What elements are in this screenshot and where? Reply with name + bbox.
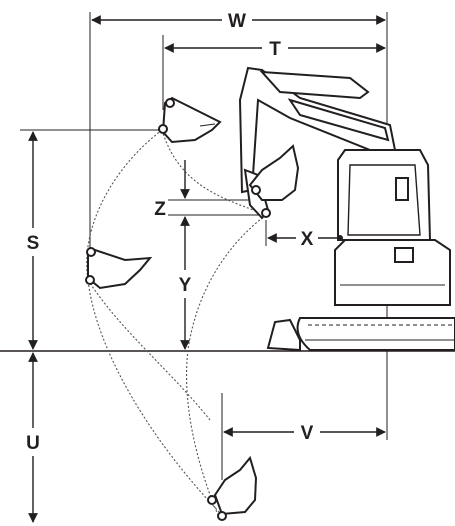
digging-envelope-lower — [87, 279, 211, 421]
digging-envelope-outer — [86, 129, 223, 516]
dimension-u-label: U — [26, 433, 40, 454]
dimension-x-label: X — [301, 229, 314, 250]
digging-envelope-upper — [161, 129, 267, 216]
dimension-z-label: Z — [154, 199, 166, 220]
dimension-w-label: W — [228, 11, 246, 32]
dimension-s-label: S — [27, 233, 40, 254]
digging-envelope-inner — [186, 214, 267, 516]
dimension-t-label: T — [269, 39, 281, 60]
bucket-deep-position — [207, 455, 258, 521]
bucket-reach-position — [85, 247, 153, 290]
bucket-high-position — [158, 96, 222, 144]
dimension-y-label: Y — [179, 275, 192, 296]
dimension-v-label: V — [301, 423, 314, 444]
excavator-machine — [238, 66, 455, 352]
